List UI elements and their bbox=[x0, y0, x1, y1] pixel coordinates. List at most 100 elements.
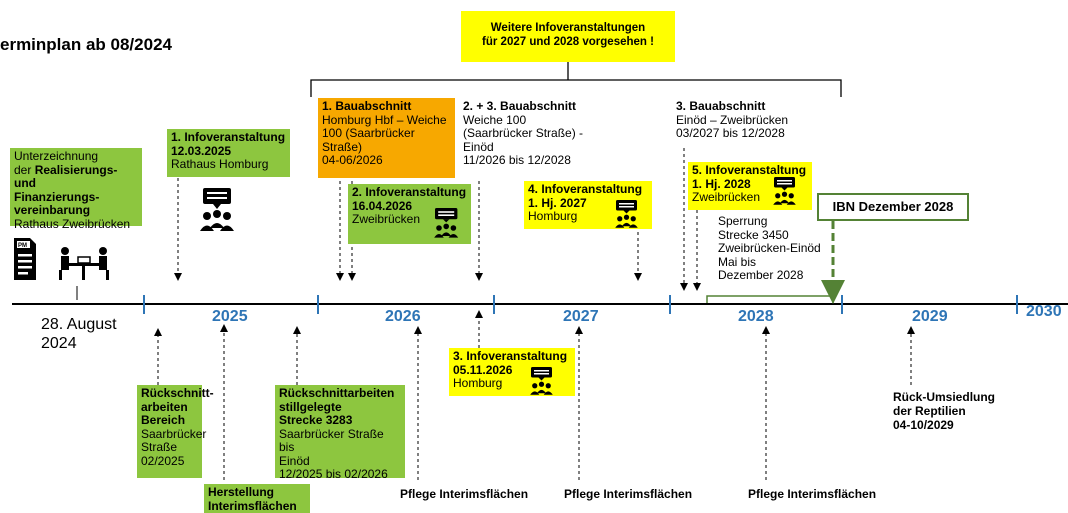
signing-line1: Unterzeichnung bbox=[14, 149, 99, 163]
cut1-line3: Bereich bbox=[141, 413, 186, 427]
section1-line1: Homburg Hbf – Weiche bbox=[322, 112, 447, 127]
svg-text:PM: PM bbox=[18, 243, 27, 249]
section23-box: 2. + 3. Bauabschnitt Weiche 100 (Saarbrü… bbox=[459, 98, 599, 178]
cut2-line4: Saarbrücker Straße bis bbox=[279, 426, 384, 454]
section23-line3: Einöd bbox=[463, 139, 494, 154]
info3-box: 3. Infoveranstaltung 05.11.2026 Homburg bbox=[449, 348, 575, 396]
info2-title: 2. Infoveranstaltung bbox=[352, 185, 467, 199]
cut1-line1: Rückschnitt- bbox=[141, 386, 214, 400]
cut2-line1: Rückschnittarbeiten bbox=[279, 386, 395, 400]
year-label-2029: 2029 bbox=[912, 308, 948, 325]
section1-line2: 100 (Saarbrücker bbox=[322, 126, 415, 140]
info1-date: 12.03.2025 bbox=[171, 143, 232, 158]
section3-box: 3. Bauabschnitt Einöd – Zweibrücken 03/2… bbox=[672, 98, 822, 150]
tick-2027 bbox=[493, 295, 495, 314]
info1-box: 1. Infoveranstaltung 12.03.2025 Rathaus … bbox=[167, 129, 290, 177]
document-icon: PM bbox=[14, 238, 36, 280]
year-label-2026: 2026 bbox=[385, 308, 421, 325]
closure-line2: Strecke 3450 bbox=[718, 227, 789, 242]
banner-line2: für 2027 und 2028 vorgesehen ! bbox=[482, 36, 654, 48]
info5-title2: 1. Hj. 2028 bbox=[692, 176, 751, 191]
year-label-2030: 2030 bbox=[1026, 303, 1062, 320]
signing-line2: der Realisierungs- und bbox=[14, 162, 118, 190]
interim-line2: Interimsflächen bbox=[208, 498, 297, 513]
page-title: erminplan ab 08/2024 bbox=[0, 35, 172, 54]
banner-box: Weitere Infoveranstaltungen für 2027 und… bbox=[461, 11, 675, 62]
cut1-line4: Saarbrücker bbox=[141, 426, 207, 441]
signing-line3: Finanzierungs- bbox=[14, 189, 100, 204]
cut1-line5: Straße bbox=[141, 440, 178, 454]
year-label-2028: 2028 bbox=[738, 308, 774, 325]
info5-box: 5. Infoveranstaltung 1. Hj. 2028 Zweibrü… bbox=[688, 162, 812, 210]
cut1-line6: 02/2025 bbox=[141, 453, 185, 468]
cut2-box: Rückschnittarbeiten stillgelegte Strecke… bbox=[275, 385, 405, 481]
closure-line5: Dezember 2028 bbox=[718, 268, 804, 282]
interim-line1: Herstellung bbox=[208, 485, 275, 499]
info4-box: 4. Infoveranstaltung 1. Hj. 2027 Homburg bbox=[524, 181, 652, 229]
closure-box: Sperrung Strecke 3450 Zweibrücken-Einöd … bbox=[714, 213, 834, 293]
section1-box: 1. Bauabschnitt Homburg Hbf – Weiche 100… bbox=[318, 98, 455, 178]
section1-title: 1. Bauabschnitt bbox=[322, 99, 412, 113]
tick-2026 bbox=[317, 295, 319, 314]
cut1-line2: arbeiten bbox=[141, 399, 188, 414]
section3-line1: Einöd – Zweibrücken bbox=[676, 112, 789, 127]
care-label-3: Pflege Interimsflächen bbox=[748, 487, 877, 501]
banner-line1: Weitere Infoveranstaltungen bbox=[490, 22, 646, 34]
cut2-line5: Einöd bbox=[279, 453, 310, 468]
cut2-line3: Strecke 3283 bbox=[279, 413, 353, 427]
section23-line1: Weiche 100 bbox=[463, 112, 527, 127]
start-date-line2: 2024 bbox=[41, 335, 77, 352]
closure-span bbox=[706, 295, 834, 303]
info2-date: 16.04.2026 bbox=[352, 198, 413, 213]
signing-line4: vereinbarung bbox=[14, 203, 91, 217]
info1-title: 1. Infoveranstaltung bbox=[171, 130, 286, 144]
info5-title1: 5. Infoveranstaltung bbox=[692, 163, 807, 177]
meeting-icon-large bbox=[200, 188, 234, 231]
closure-line4: Mai bis bbox=[718, 254, 757, 269]
info3-date: 05.11.2026 bbox=[453, 362, 513, 377]
cut2-line2: stillgelegte bbox=[279, 399, 342, 414]
info4-place: Homburg bbox=[528, 209, 578, 223]
section1-line4: 04-06/2026 bbox=[322, 153, 383, 167]
info5-place: Zweibrücken bbox=[692, 190, 761, 204]
tick-2028 bbox=[669, 295, 671, 314]
start-date-line1: 28. August bbox=[41, 316, 117, 333]
tick-2030 bbox=[1016, 295, 1018, 314]
tick-2025 bbox=[143, 295, 145, 314]
signing-box: Unterzeichnung der Realisierungs- und Fi… bbox=[10, 148, 142, 230]
care-label-2: Pflege Interimsflächen bbox=[564, 487, 693, 501]
banner-bracket bbox=[310, 62, 842, 97]
info3-place: Homburg bbox=[453, 376, 503, 390]
section1-line3: Straße) bbox=[322, 139, 363, 154]
meeting-table-icon bbox=[59, 247, 109, 280]
interim-box: Herstellung Interimsflächen bbox=[204, 484, 310, 513]
care-label-1: Pflege Interimsflächen bbox=[400, 487, 529, 501]
info1-place: Rathaus Homburg bbox=[171, 157, 269, 171]
tick-2029 bbox=[841, 295, 843, 314]
info4-title2: 1. Hj. 2027 bbox=[528, 195, 587, 210]
year-label-2027: 2027 bbox=[563, 308, 599, 325]
ibn-box: IBN Dezember 2028 bbox=[817, 193, 969, 221]
section23-title: 2. + 3. Bauabschnitt bbox=[463, 99, 577, 113]
reptiles-line1: Rück-Umsiedlung bbox=[893, 390, 996, 404]
closure-line1: Sperrung bbox=[718, 214, 768, 228]
reptiles-line3: 04-10/2029 bbox=[893, 418, 954, 432]
info4-title1: 4. Infoveranstaltung bbox=[528, 182, 643, 196]
meeting-icon bbox=[615, 200, 638, 228]
reptiles-label: Rück-Umsiedlung der Reptilien 04-10/2029 bbox=[893, 390, 995, 432]
signing-line5: Rathaus Zweibrücken bbox=[14, 216, 131, 231]
year-label-2025: 2025 bbox=[212, 308, 248, 325]
reptiles-line2: der Reptilien bbox=[893, 404, 966, 418]
info2-box: 2. Infoveranstaltung 16.04.2026 Zweibrüc… bbox=[348, 184, 471, 244]
section3-line2: 03/2027 bis 12/2028 bbox=[676, 126, 785, 140]
section23-line2: (Saarbrücker Straße) - bbox=[463, 126, 584, 140]
start-date: 28. August 2024 bbox=[41, 315, 117, 353]
info2-place: Zweibrücken bbox=[352, 212, 421, 226]
meeting-icon bbox=[530, 367, 553, 395]
meeting-icon bbox=[773, 177, 796, 205]
cut1-box: Rückschnitt- arbeiten Bereich Saarbrücke… bbox=[137, 385, 214, 478]
section23-line4: 11/2026 bis 12/2028 bbox=[463, 153, 571, 167]
meeting-icon bbox=[434, 208, 459, 238]
closure-line3: Zweibrücken-Einöd bbox=[718, 241, 821, 255]
section3-title: 3. Bauabschnitt bbox=[676, 99, 766, 113]
